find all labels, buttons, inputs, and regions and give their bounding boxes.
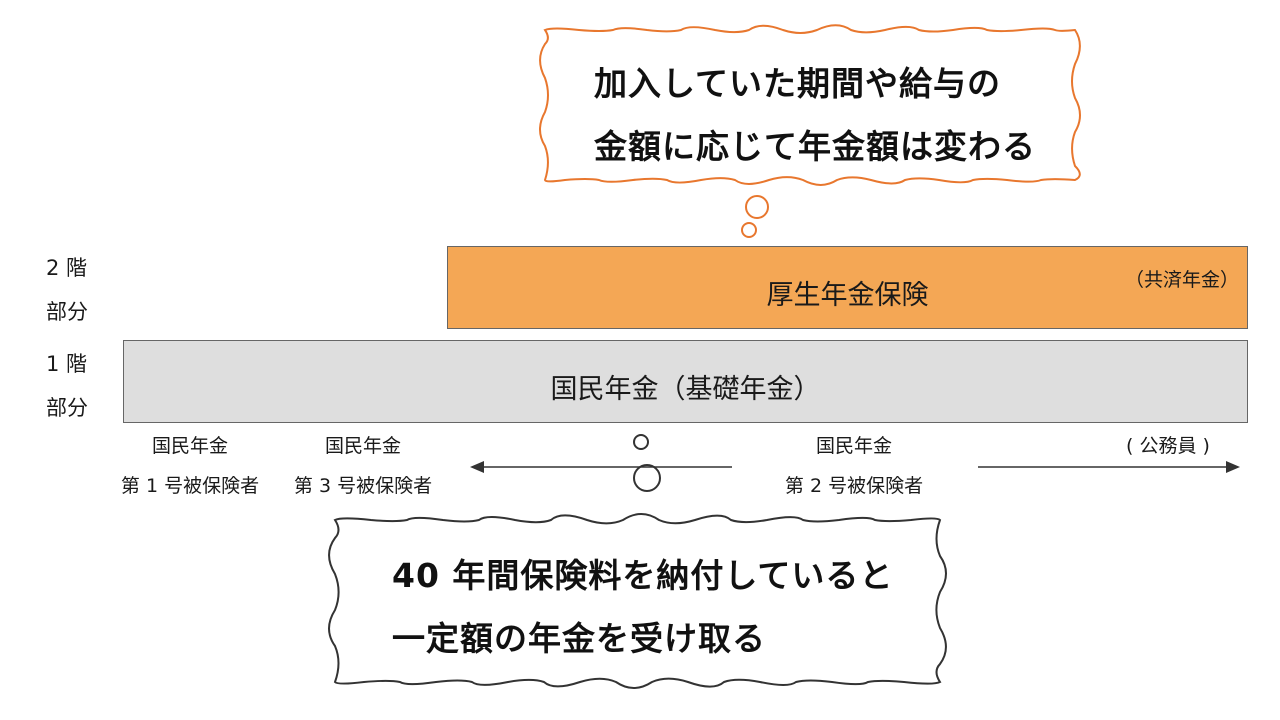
category-third-insured: 国民年金 第 3 号被保険者 bbox=[283, 426, 443, 506]
top-bubble-dot-small bbox=[741, 222, 757, 238]
category-first-line1: 国民年金 bbox=[151, 435, 228, 457]
category-second-line2: 第 2 号被保険者 bbox=[784, 475, 924, 497]
top-bubble-dot-large bbox=[745, 195, 769, 219]
tier-lower-line1: 1 階 bbox=[46, 352, 88, 376]
category-third-line2: 第 3 号被保険者 bbox=[293, 475, 433, 497]
left-arrow-icon bbox=[470, 461, 732, 473]
tier-label-lower: 1 階 部分 bbox=[46, 342, 88, 430]
bottom-thought-bubble bbox=[328, 513, 947, 689]
category-third-line1: 国民年金 bbox=[324, 435, 401, 457]
tier-lower-line2: 部分 bbox=[46, 396, 88, 420]
tier-upper-line2: 部分 bbox=[46, 300, 88, 324]
bottom-bubble-dot-large bbox=[633, 464, 661, 492]
category-second-line1: 国民年金 bbox=[815, 435, 892, 457]
category-first-insured: 国民年金 第 1 号被保険者 bbox=[110, 426, 270, 506]
bottom-bubble-line1: 40 年間保険料を納付していると bbox=[392, 556, 894, 595]
welfare-pension-bar: 厚生年金保険 （共済年金） bbox=[447, 246, 1248, 329]
category-second-insured: 国民年金 第 2 号被保険者 bbox=[774, 426, 934, 506]
mutual-aid-pension-note: （共済年金） bbox=[1124, 269, 1239, 291]
top-thought-bubble bbox=[539, 24, 1081, 186]
tier-upper-line1: 2 階 bbox=[46, 256, 88, 280]
welfare-pension-label: 厚生年金保険 bbox=[766, 280, 929, 311]
category-civil-servant: ( 公務員 ) bbox=[1126, 435, 1210, 457]
category-first-line2: 第 1 号被保険者 bbox=[120, 475, 260, 497]
tier-label-upper: 2 階 部分 bbox=[46, 246, 88, 334]
bottom-bubble-line2: 一定額の年金を受け取る bbox=[392, 619, 766, 658]
top-bubble-line2: 金額に応じて年金額は変わる bbox=[594, 127, 1036, 166]
national-pension-bar: 国民年金（基礎年金） bbox=[123, 340, 1248, 423]
national-pension-label: 国民年金（基礎年金） bbox=[550, 374, 821, 405]
top-bubble-line1: 加入していた期間や給与の bbox=[594, 64, 1002, 103]
right-arrow-icon bbox=[978, 461, 1240, 473]
bottom-bubble-dot-small bbox=[633, 434, 649, 450]
